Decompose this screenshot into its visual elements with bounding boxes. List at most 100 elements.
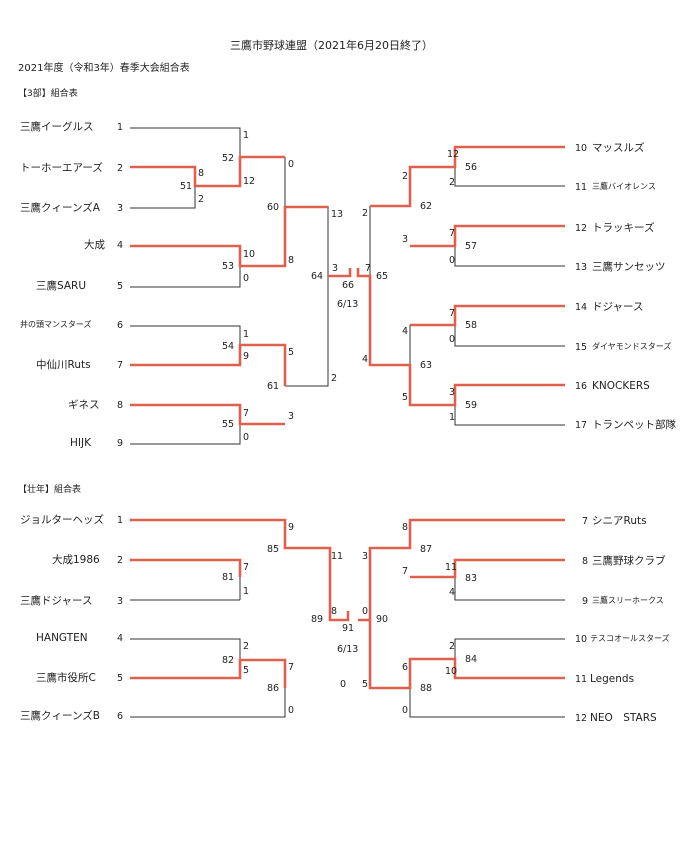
score: 5 xyxy=(243,665,250,676)
team-name: NEO STARS xyxy=(590,712,657,724)
game-number: 90 xyxy=(376,614,389,625)
score: 9 xyxy=(243,351,250,362)
team-number: 9 xyxy=(582,596,589,607)
score: 4 xyxy=(449,587,456,598)
score: 0 xyxy=(402,705,409,716)
team-number: 5 xyxy=(117,673,124,684)
page-title: 三鷹市野球連盟（2021年6月20日終了） xyxy=(230,39,433,52)
game-number: 57 xyxy=(465,241,478,252)
section-senior-label: 【壮年】組合表 xyxy=(18,485,82,495)
score: 0 xyxy=(449,334,456,345)
score: 1 xyxy=(449,412,456,423)
game-number: 91 xyxy=(342,623,355,634)
score: 0 xyxy=(243,432,250,443)
team-name: トーホーエアーズ xyxy=(20,162,103,174)
score: 5 xyxy=(288,347,295,358)
score: 1 xyxy=(243,130,250,141)
game-number: 86 xyxy=(267,683,280,694)
game-number: 82 xyxy=(222,655,235,666)
score: 4 xyxy=(402,326,409,337)
team-name: 三鷹SARU xyxy=(36,280,87,292)
team-number: 11 xyxy=(575,182,588,193)
score: 3 xyxy=(332,263,339,274)
game-number: 61 xyxy=(267,381,280,392)
team-number: 4 xyxy=(117,240,124,251)
team-number: 1 xyxy=(117,515,124,526)
team-name: シニアRuts xyxy=(592,515,647,527)
team-number: 13 xyxy=(575,262,588,273)
score: 0 xyxy=(362,606,369,617)
score: 7 xyxy=(243,562,250,573)
game-number: 81 xyxy=(222,572,235,583)
team-name: HIJK xyxy=(70,437,91,449)
team-name: トラッキーズ xyxy=(592,222,655,234)
team-name: テスコオールスターズ xyxy=(590,634,670,643)
team-number: 8 xyxy=(582,556,589,567)
score: 2 xyxy=(402,171,409,182)
team-name: 三鷹野球クラブ xyxy=(592,555,666,567)
team-name: ドジャース xyxy=(592,301,644,313)
game-number: 52 xyxy=(222,153,235,164)
score: 10 xyxy=(243,249,256,260)
team-number: 7 xyxy=(117,360,124,371)
team-name: 三鷹市役所C xyxy=(36,672,96,684)
score: 8 xyxy=(198,168,205,179)
score: 7 xyxy=(243,408,250,419)
score: 7 xyxy=(365,263,372,274)
score: 12 xyxy=(447,149,460,160)
team-number: 5 xyxy=(117,281,124,292)
score: 2 xyxy=(449,641,456,652)
score: 0 xyxy=(243,273,250,284)
game-number: 56 xyxy=(465,162,478,173)
team-name: 三鷹クィーンズB xyxy=(20,710,100,722)
section-3-label: 【3部】組合表 xyxy=(18,89,78,99)
game-number: 87 xyxy=(420,544,433,555)
game-number: 62 xyxy=(420,201,433,212)
score: 10 xyxy=(445,666,458,677)
team-number: 2 xyxy=(117,163,124,174)
game-number: 64 xyxy=(311,271,324,282)
team-number: 9 xyxy=(117,438,124,449)
team-number: 6 xyxy=(117,711,124,722)
game-date: 6/13 xyxy=(337,644,359,655)
score: 4 xyxy=(362,354,369,365)
score: 13 xyxy=(331,209,344,220)
page-subtitle: 2021年度（令和3年）春季大会組合表 xyxy=(18,63,190,74)
score: 3 xyxy=(402,234,409,245)
game-number: 59 xyxy=(465,400,478,411)
score: 8 xyxy=(331,606,338,617)
game-number: 66 xyxy=(342,280,355,291)
game-number: 85 xyxy=(267,544,280,555)
team-number: 8 xyxy=(117,400,124,411)
score: 7 xyxy=(449,228,456,239)
score: 2 xyxy=(198,194,205,205)
team-number: 4 xyxy=(117,633,124,644)
team-name: ダイヤモンドスターズ xyxy=(592,342,672,351)
score: 11 xyxy=(445,562,458,573)
team-number: 7 xyxy=(582,516,589,527)
game-number: 88 xyxy=(420,683,433,694)
score: 0 xyxy=(449,255,456,266)
score: 0 xyxy=(340,679,347,690)
score: 3 xyxy=(362,551,369,562)
game-date: 6/13 xyxy=(337,299,359,310)
team-name: マッスルズ xyxy=(592,142,645,154)
game-number: 63 xyxy=(420,360,433,371)
score: 0 xyxy=(288,705,295,716)
team-name: 三鷹イーグルス xyxy=(20,121,94,133)
game-number: 83 xyxy=(465,573,478,584)
winner-lines xyxy=(130,145,565,690)
team-number: 17 xyxy=(575,420,588,431)
team-number: 10 xyxy=(575,143,588,154)
team-name: KNOCKERS xyxy=(592,380,650,392)
score: 7 xyxy=(402,566,409,577)
team-name: 井の頭マンスターズ xyxy=(20,320,92,329)
team-name: Legends xyxy=(590,673,635,685)
bracket-lines xyxy=(130,127,565,718)
team-name: 三鷹クィーンズA xyxy=(20,202,100,214)
team-number: 1 xyxy=(117,122,124,133)
score: 7 xyxy=(449,308,456,319)
team-name: 大成1986 xyxy=(52,554,100,566)
score: 3 xyxy=(288,411,295,422)
